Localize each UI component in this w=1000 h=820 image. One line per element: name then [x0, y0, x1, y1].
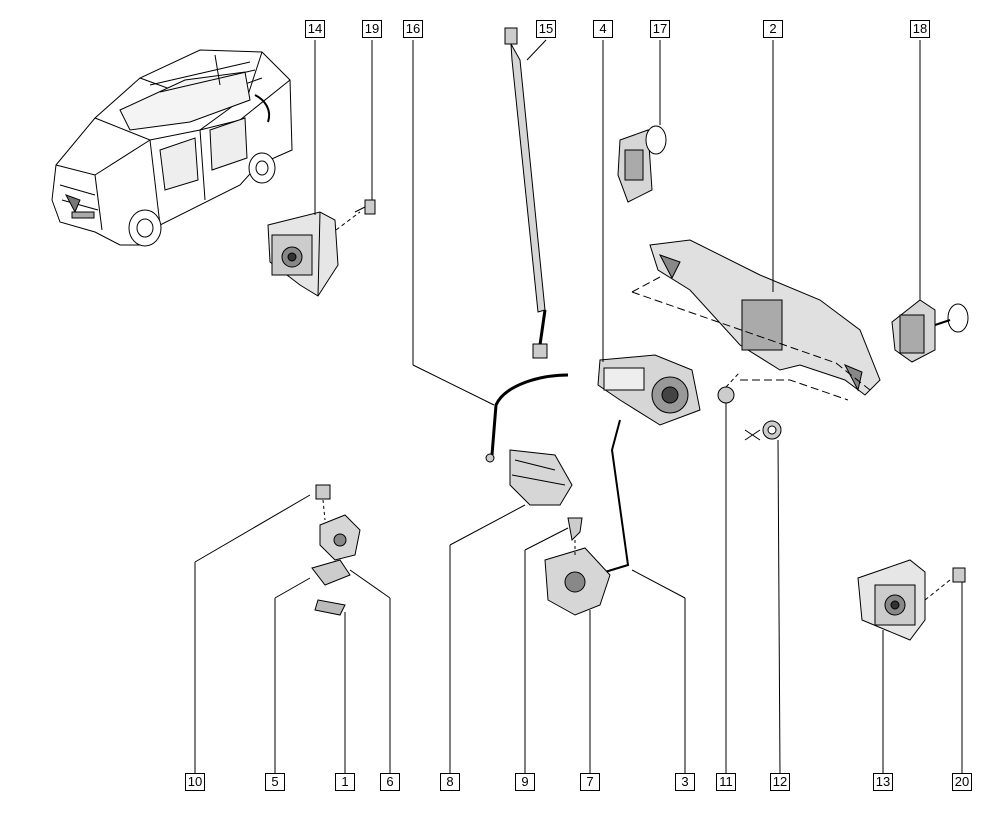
part-7-lock-mechanism — [544, 547, 611, 775]
callout-11: 11 — [716, 773, 736, 791]
callout-8: 8 — [440, 773, 460, 791]
callout-19: 19 — [362, 20, 382, 38]
part-6-striker — [319, 514, 391, 775]
part-8-cover — [449, 449, 573, 775]
part-2-handle-trim — [631, 40, 881, 401]
callout-3: 3 — [675, 773, 695, 791]
callout-20: 20 — [952, 773, 972, 791]
callout-4: 4 — [593, 20, 613, 38]
van-illustration — [51, 49, 293, 247]
part-16-cable — [412, 40, 569, 463]
part-15-gas-strut — [504, 27, 548, 359]
callout-9: 9 — [515, 773, 535, 791]
part-20-bolt — [952, 567, 966, 775]
part-11-clip — [717, 371, 741, 775]
callout-6: 6 — [380, 773, 400, 791]
part-17-switch — [617, 40, 667, 203]
callout-5: 5 — [265, 773, 285, 791]
callout-2: 2 — [763, 20, 783, 38]
callout-12: 12 — [770, 773, 790, 791]
part-12-nut — [744, 420, 782, 776]
callout-14: 14 — [305, 20, 325, 38]
part-3-rod — [604, 419, 686, 775]
part-5-plate — [274, 559, 351, 775]
part-14-hinge-bracket — [267, 40, 339, 297]
callout-1: 1 — [335, 773, 355, 791]
callout-15: 15 — [536, 20, 556, 38]
callout-13: 13 — [873, 773, 893, 791]
part-9-fastener — [524, 517, 583, 775]
callout-10: 10 — [185, 773, 205, 791]
callout-17: 17 — [650, 20, 670, 38]
part-19-bolt — [335, 40, 376, 231]
callout-7: 7 — [580, 773, 600, 791]
part-4-lock-motor — [597, 40, 701, 426]
callout-16: 16 — [403, 20, 423, 38]
part-1-shim — [314, 599, 346, 775]
part-18-switch — [891, 40, 969, 363]
callout-18: 18 — [910, 20, 930, 38]
part-10-screw — [194, 484, 331, 775]
part-13-hinge-bracket — [857, 559, 951, 775]
